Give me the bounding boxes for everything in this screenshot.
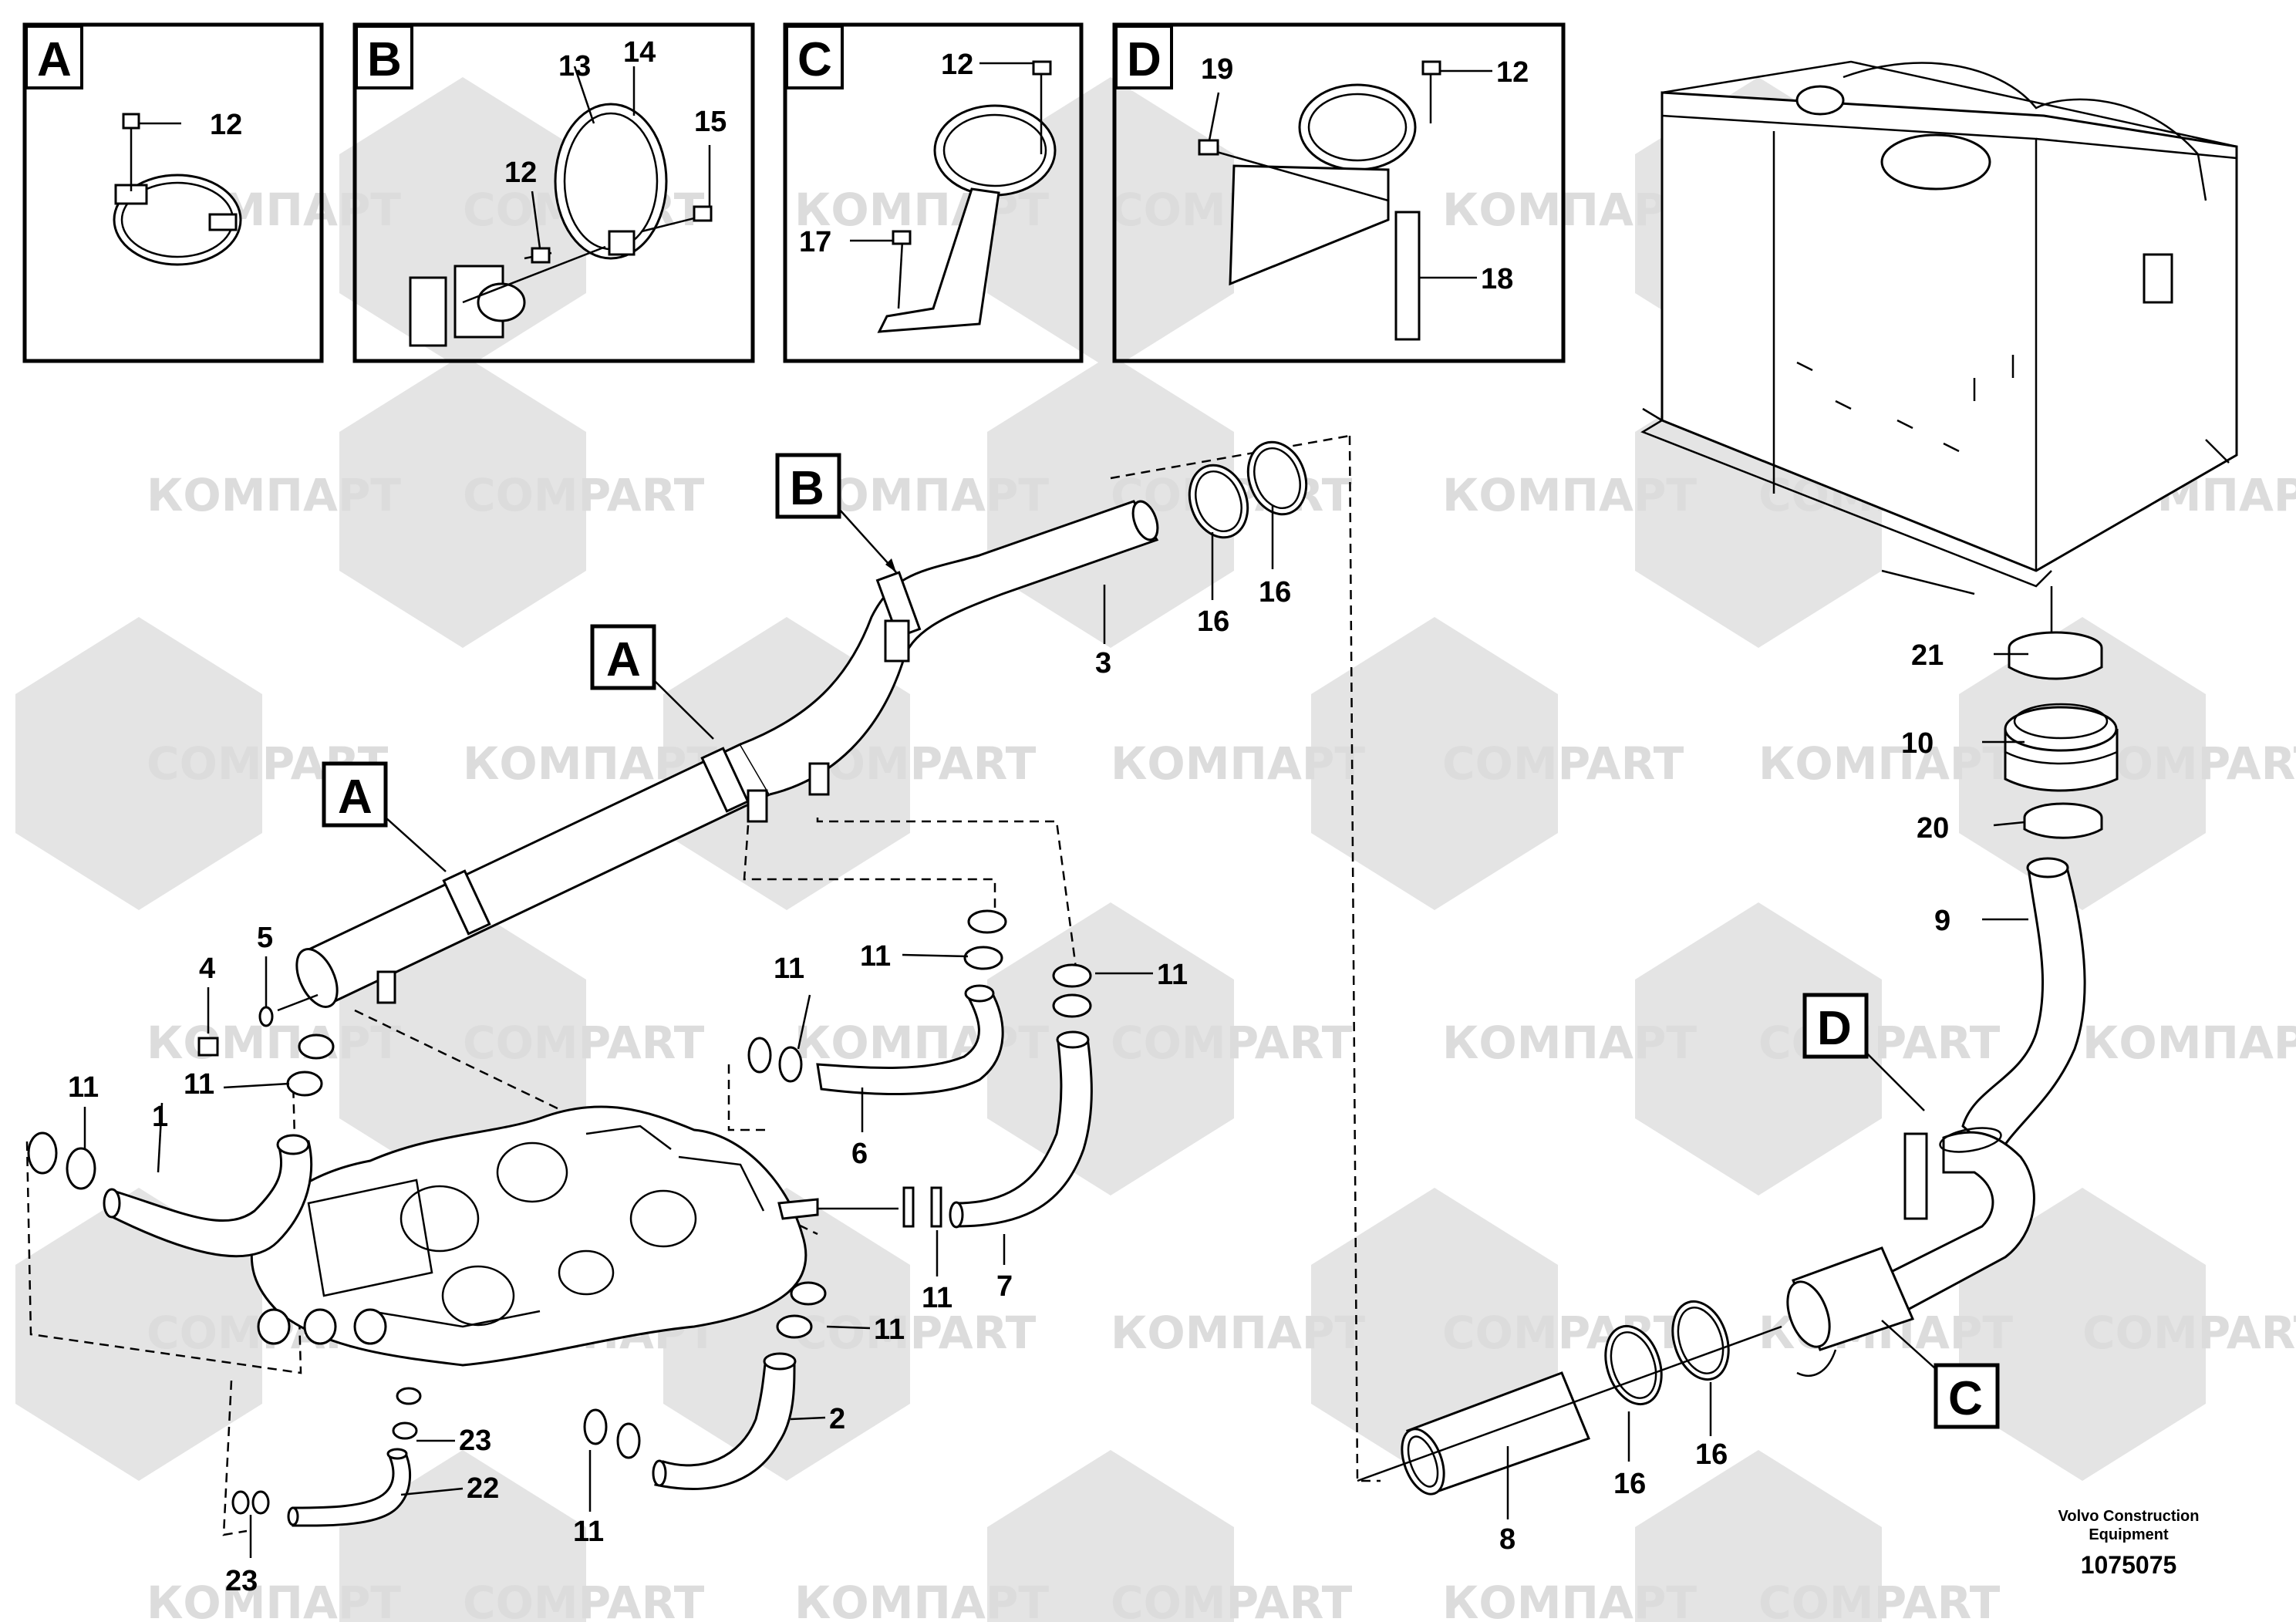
label-9: 9 xyxy=(1934,905,1950,937)
tank xyxy=(1640,60,2238,644)
svg-text:КОМПАРТ: КОМПАРТ xyxy=(1442,184,1697,236)
label-3: 3 xyxy=(1095,647,1111,679)
label-11-c: 11 xyxy=(774,953,804,985)
svg-text:КОМПАРТ: КОМПАРТ xyxy=(1758,737,2013,790)
inset-d-label-19: 19 xyxy=(1201,53,1233,86)
label-1: 1 xyxy=(152,1101,168,1133)
footer: Volvo Construction Equipment 1075075 xyxy=(2058,1508,2200,1579)
label-11-a: 11 xyxy=(68,1071,99,1104)
label-20: 20 xyxy=(1917,812,1949,845)
callout-a-lower: A xyxy=(338,771,373,824)
svg-text:COMPART: COMPART xyxy=(463,1017,705,1069)
right-piping xyxy=(1357,631,2119,1496)
label-5: 5 xyxy=(257,922,273,954)
part-labels: 3 16 16 4 5 11 11 1 11 11 11 6 7 11 11 2… xyxy=(68,576,1950,1597)
label-11-d: 11 xyxy=(860,940,891,973)
label-16-c: 16 xyxy=(1613,1468,1646,1500)
footer-drawing-number: 1075075 xyxy=(2081,1551,2177,1579)
label-4: 4 xyxy=(199,953,215,985)
svg-text:КОМПАРТ: КОМПАРТ xyxy=(1111,737,1365,790)
label-7: 7 xyxy=(996,1270,1013,1303)
svg-text:КОМПАРТ: КОМПАРТ xyxy=(1442,1017,1697,1069)
inset-b-label-13: 13 xyxy=(558,50,591,83)
inset-b-label-12: 12 xyxy=(504,157,537,189)
label-22: 22 xyxy=(467,1472,499,1505)
inset-b-label-15: 15 xyxy=(694,106,727,138)
svg-text:COMPART: COMPART xyxy=(1111,1017,1353,1069)
label-16-a: 16 xyxy=(1197,605,1229,638)
svg-text:COMPART: COMPART xyxy=(1758,1576,2001,1622)
label-11-h: 11 xyxy=(573,1516,604,1548)
hose-clamps xyxy=(27,909,1092,1515)
inset-d-label-12: 12 xyxy=(1496,56,1529,89)
inset-a-letter: A xyxy=(37,33,72,86)
inset-c-label-17: 17 xyxy=(799,226,831,258)
label-2: 2 xyxy=(829,1403,845,1435)
svg-text:КОМПАРТ: КОМПАРТ xyxy=(1442,1576,1697,1622)
callout-b: B xyxy=(790,462,824,515)
inset-b-label-14: 14 xyxy=(623,36,656,69)
callout-d: D xyxy=(1817,1002,1852,1055)
svg-text:КОМПАРТ: КОМПАРТ xyxy=(147,469,401,521)
inset-a: A 12 xyxy=(22,22,324,363)
label-6: 6 xyxy=(851,1138,868,1170)
svg-text:COMPART: COMPART xyxy=(1111,1576,1353,1622)
callout-a-upper: A xyxy=(606,633,641,686)
label-16-b: 16 xyxy=(1259,576,1291,609)
footer-maker-line2: Equipment xyxy=(2089,1526,2169,1543)
svg-text:КОМПАРТ: КОМПАРТ xyxy=(1111,1307,1365,1359)
svg-text:КОМПАРТ: КОМПАРТ xyxy=(794,1017,1049,1069)
svg-text:КОМПАРТ: КОМПАРТ xyxy=(794,1576,1049,1622)
engine-block xyxy=(250,1105,899,1367)
svg-text:COMPART: COMPART xyxy=(2082,1307,2296,1359)
label-11-e: 11 xyxy=(1157,959,1188,991)
callout-c: C xyxy=(1948,1372,1983,1425)
inset-d-label-18: 18 xyxy=(1481,263,1513,295)
dashed-lines xyxy=(25,434,1381,1536)
label-16-d: 16 xyxy=(1695,1438,1728,1471)
inset-b-letter: B xyxy=(367,33,402,86)
inset-d-parts xyxy=(1198,60,1492,341)
svg-text:КОМПАРТ: КОМПАРТ xyxy=(2082,1017,2296,1069)
inset-d: D 19 12 18 xyxy=(1112,22,1566,363)
label-23-b: 23 xyxy=(225,1565,258,1597)
svg-text:COMPART: COMPART xyxy=(463,469,705,521)
footer-maker-line1: Volvo Construction xyxy=(2058,1508,2200,1525)
label-11-f: 11 xyxy=(922,1282,952,1314)
svg-text:COMPART: COMPART xyxy=(794,1307,1037,1359)
leaders xyxy=(83,505,2028,1558)
inset-d-letter: D xyxy=(1127,33,1161,86)
label-10: 10 xyxy=(1901,727,1934,760)
svg-text:COMPART: COMPART xyxy=(1442,737,1684,790)
svg-text:COMPART: COMPART xyxy=(463,1576,705,1622)
inset-b-parts xyxy=(409,66,713,347)
muffler-assembly xyxy=(197,500,1159,1057)
hoses xyxy=(103,984,1093,1527)
inset-a-label-12: 12 xyxy=(210,109,242,141)
label-11-b: 11 xyxy=(184,1068,214,1101)
svg-text:КОМПАРТ: КОМПАРТ xyxy=(1442,469,1697,521)
inset-c: C 12 17 xyxy=(783,22,1084,363)
svg-text:COMPART: COMPART xyxy=(1758,1017,2001,1069)
inset-c-parts xyxy=(850,60,1057,333)
inset-c-label-12: 12 xyxy=(941,49,973,81)
label-11-g: 11 xyxy=(874,1313,905,1346)
label-23-a: 23 xyxy=(459,1425,491,1457)
inset-c-letter: C xyxy=(797,33,832,86)
svg-text:КОМПАРТ: КОМПАРТ xyxy=(147,1017,401,1069)
inset-b: B 13 14 12 15 xyxy=(352,22,755,363)
pipe-clamps-16-top xyxy=(1188,440,1308,539)
callouts: B A A D C xyxy=(322,453,2000,1429)
label-21: 21 xyxy=(1911,639,1944,672)
svg-text:КОМПАРТ: КОМПАРТ xyxy=(147,1576,401,1622)
inset-a-clamp xyxy=(113,113,242,266)
label-8: 8 xyxy=(1499,1523,1515,1556)
